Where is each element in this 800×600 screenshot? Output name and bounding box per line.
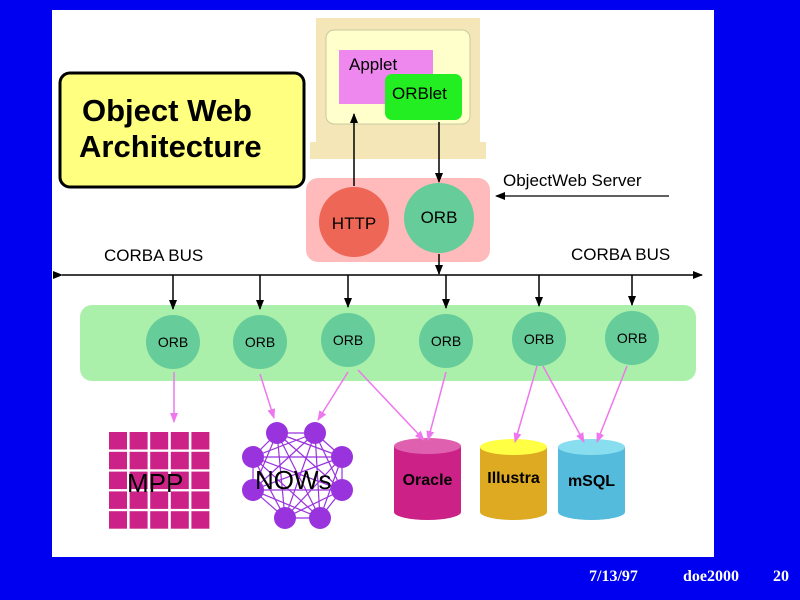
orb-node-label: ORB [617,330,647,346]
mpp-cell [191,491,210,509]
server-orb-node [404,183,474,253]
mpp-cell [129,471,148,490]
mpp-cell [170,451,189,470]
title-box: Object Web Architecture [58,71,306,189]
mpp-cell [129,511,148,529]
footer-date: 7/13/97 [589,568,638,585]
nows-link [252,456,286,519]
orb-node [233,315,287,369]
orb-node [321,313,375,367]
arrow-orb5-illustra [513,365,538,443]
arrow-orb2-nows [259,373,276,419]
mpp-cell [170,432,189,450]
mpp-cell [150,471,169,490]
nows-link [252,432,316,458]
mpp-block [109,432,210,529]
mpp-cell [191,432,210,450]
title-line-1: Object Web [82,93,252,128]
mpp-cell [170,471,189,490]
nows-node [242,446,264,468]
arrow-orb4-oracle [426,371,447,441]
mpp-cell [170,511,189,529]
title-line-2: Architecture [79,129,262,164]
nows-link [252,456,321,519]
mpp-cell [109,491,127,509]
orb-node-label: ORB [158,334,188,350]
corba-bus: CORBA BUS CORBA BUS [53,245,703,279]
mpp-cell [150,491,169,509]
server-orb-label: ORB [421,208,458,227]
arrow-orb6-msql [596,365,628,443]
architecture-diagram: Object Web Architecture Applet ORBlet HT… [53,18,703,529]
mpp-cell [109,511,127,529]
server-label: ObjectWeb Server [503,171,642,190]
objectweb-server: HTTP ORB ObjectWeb Server [306,171,669,262]
mpp-label: MPP [127,468,183,498]
nows-link [252,489,321,519]
nows-link [314,432,321,519]
arrow-orb3-oracle [357,369,425,441]
orb-node [419,314,473,368]
msql-label: mSQL [568,473,615,490]
client-monitor: Applet ORBlet [310,18,486,159]
nows-link [276,432,343,491]
nows-link [252,456,343,491]
mpp-cell [129,432,148,450]
mpp-cell [170,491,189,509]
oracle-cylinder: Oracle [394,438,461,520]
orb-node [146,315,200,369]
nows-label: NOWs [255,465,332,495]
http-node [319,187,389,257]
nows-node [309,507,331,529]
mpp-cell [109,432,127,450]
applet-label: Applet [349,55,397,74]
mpp-cell [129,491,148,509]
arrow-orb3-nows [317,371,349,421]
orblet-box [385,74,462,120]
orb-node [512,312,566,366]
mpp-cell [129,451,148,470]
mpp-cell [109,471,127,490]
corba-bus-label-left: CORBA BUS [104,246,203,265]
orb-node-label: ORB [524,331,554,347]
mpp-cell [109,451,127,470]
orb-node-label: ORB [431,333,461,349]
footer-page: 20 [773,568,789,585]
illustra-label: Illustra [487,470,540,487]
orblet-label: ORBlet [392,84,447,103]
mpp-cell [191,511,210,529]
nows-link [276,432,343,458]
orb-node [605,311,659,365]
footer-org: doe2000 [683,568,739,585]
mpp-cell [150,451,169,470]
mpp-cell [150,432,169,450]
corba-bus-label-right: CORBA BUS [571,245,670,264]
arrow-orb5-msql [542,365,585,443]
nows-network [242,422,353,529]
nows-link [284,432,316,519]
http-label: HTTP [332,214,376,233]
illustra-cylinder: Illustra [480,439,547,520]
orb-node-label: ORB [333,332,363,348]
orb-node-label: ORB [245,334,275,350]
nows-node [304,422,326,444]
mpp-cell [191,451,210,470]
mpp-cell [191,471,210,490]
slide: Object Web Architecture Applet ORBlet HT… [52,10,714,557]
nows-link [252,432,316,491]
orb-to-target-arrows [170,365,628,443]
nows-node [266,422,288,444]
nows-node [242,479,264,501]
nows-node [331,479,353,501]
orb-nodes: ORB ORB ORB ORB ORB ORB [146,275,659,369]
msql-cylinder: mSQL [558,439,625,520]
oracle-label: Oracle [403,472,453,489]
mpp-cell [150,511,169,529]
nows-node [331,446,353,468]
nows-node [274,507,296,529]
